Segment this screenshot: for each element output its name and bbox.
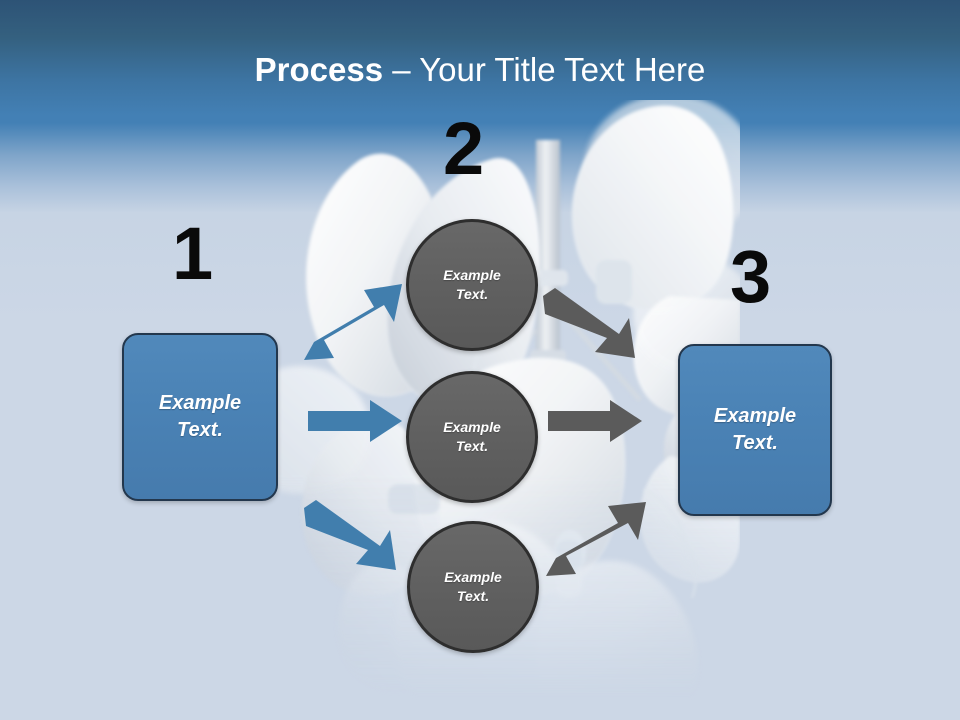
process-node-top[interactable]: Example Text. <box>406 219 538 351</box>
process-node-middle-label: Example Text. <box>443 419 501 454</box>
step-number-3: 3 <box>730 235 771 318</box>
blue-arrow-right <box>308 400 404 444</box>
title-separator: – <box>383 51 420 88</box>
process-box-left-label: Example Text. <box>158 392 242 441</box>
title-remainder: Your Title Text Here <box>419 51 706 88</box>
process-node-bottom[interactable]: Example Text. <box>407 521 539 653</box>
step-number-2: 2 <box>443 107 484 190</box>
title-emphasis: Process <box>254 51 384 88</box>
slide-title: Process – Your Title Text Here <box>0 51 960 89</box>
process-node-bottom-label: Example Text. <box>444 569 502 604</box>
gray-arrow-right <box>548 400 644 444</box>
gray-arrow-down <box>539 288 651 366</box>
step-number-1: 1 <box>172 212 213 295</box>
process-box-right[interactable]: Example Text. <box>678 344 832 516</box>
process-node-top-label: Example Text. <box>443 267 501 302</box>
gray-arrow-up <box>540 498 652 580</box>
header-gradient-band <box>0 0 960 123</box>
process-box-left[interactable]: Example Text. <box>122 333 278 501</box>
process-node-middle[interactable]: Example Text. <box>406 371 538 503</box>
blue-arrow-down <box>300 500 410 580</box>
blue-arrow-up <box>296 278 406 368</box>
process-box-right-label: Example Text. <box>713 405 797 454</box>
